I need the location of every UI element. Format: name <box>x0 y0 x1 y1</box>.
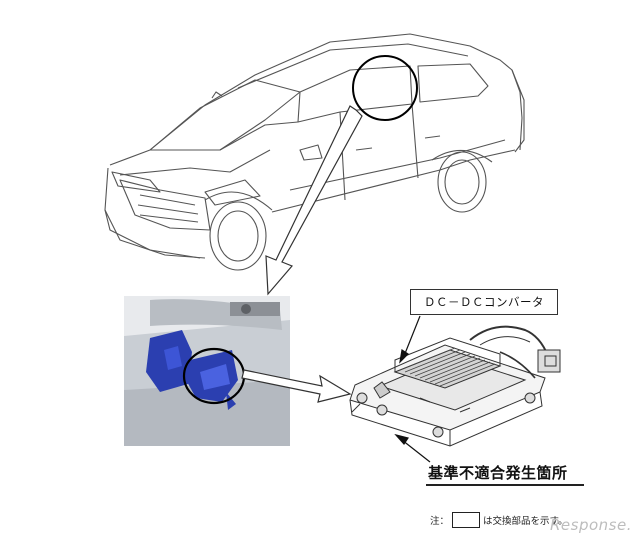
vehicle-outline <box>104 33 525 271</box>
fault-pointer <box>394 433 431 463</box>
highlighted-component <box>146 330 238 410</box>
dc-dc-converter-drawing <box>349 325 561 447</box>
dc-dc-converter-label: ＤＣ－ＤＣコンバータ <box>410 289 558 315</box>
callout-arrow-icon <box>265 105 363 296</box>
label-pointer <box>399 315 421 364</box>
note-swatch <box>452 512 481 528</box>
callout-arrow-right-icon <box>241 369 352 403</box>
note-suffix: は交換部品を示す。 <box>483 516 568 527</box>
dc-dc-converter-label-text: ＤＣ－ＤＣコンバータ <box>424 295 544 309</box>
vehicle-highlight-circle <box>352 55 418 121</box>
fault-location-underline <box>426 484 584 486</box>
fault-location-label: 基準不適合発生箇所 <box>428 464 568 482</box>
legend-note: 注： は交換部品を示す。 <box>430 512 568 528</box>
engine-bay-photo <box>124 296 290 446</box>
note-prefix: 注： <box>430 516 450 527</box>
watermark: Response. <box>550 516 632 534</box>
